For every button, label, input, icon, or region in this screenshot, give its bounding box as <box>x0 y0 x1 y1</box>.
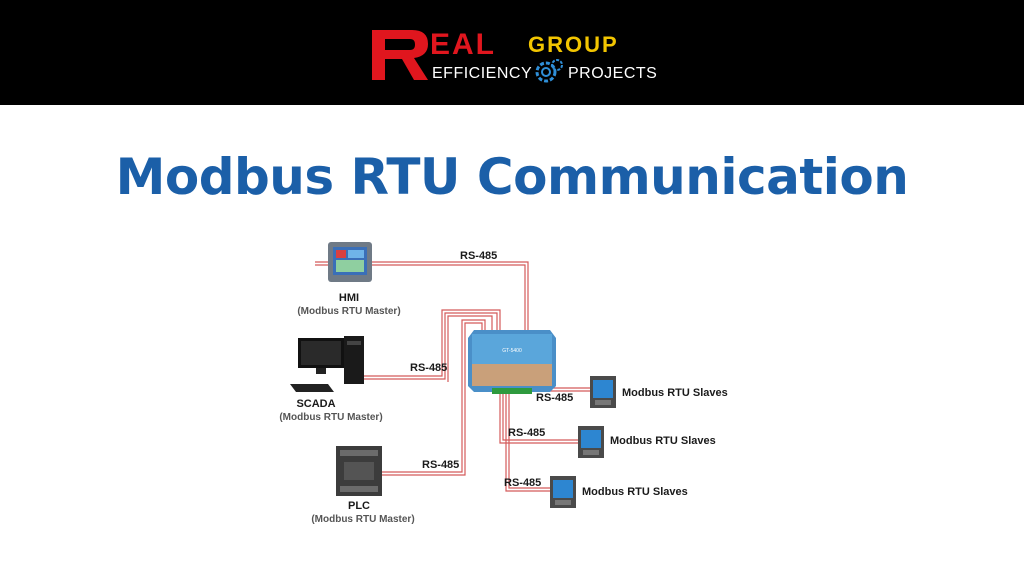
link-label-slave-2: RS-485 <box>508 427 546 439</box>
header-bar: EAL GROUP EFFICIENCY PROJECTS <box>0 0 1024 105</box>
wire-slave-2 <box>499 394 578 444</box>
device-role-hmi: (Modbus RTU Master) <box>297 306 401 317</box>
rs485-wires <box>315 261 590 492</box>
wire-hmi <box>315 261 529 330</box>
slave-label-1: Modbus RTU Slaves <box>622 387 728 399</box>
plc-controller-icon <box>336 446 382 496</box>
device-name-hmi: HMI <box>338 292 360 304</box>
device-role-plc: (Modbus RTU Master) <box>311 514 415 525</box>
gears-icon <box>535 59 563 83</box>
power-meter-icon <box>578 426 604 458</box>
link-label-plc: RS-485 <box>422 459 460 471</box>
scada-computer-icon <box>290 336 364 392</box>
real-group-logo: EAL GROUP EFFICIENCY PROJECTS <box>372 28 657 83</box>
logo-eal-text: EAL <box>430 28 496 61</box>
link-label-slave-1: RS-485 <box>536 392 574 404</box>
slave-label-2: Modbus RTU Slaves <box>610 435 716 447</box>
gateway-device-icon: GT-5400 <box>468 330 556 394</box>
modbus-network-diagram: GT-5400 RS-485 HMI (Modbus RTU Master) R… <box>260 238 780 538</box>
device-name-scada: SCADA <box>296 398 336 410</box>
hmi-touchscreen-icon <box>328 242 372 282</box>
logo-r-mark <box>372 30 428 80</box>
wire-plc <box>382 319 486 473</box>
link-label-hmi: RS-485 <box>460 250 498 262</box>
logo-efficiency-text: EFFICIENCY <box>432 65 532 82</box>
page-title: Modbus RTU Communication <box>115 148 909 206</box>
svg-text:GT-5400: GT-5400 <box>502 348 522 354</box>
slave-label-3: Modbus RTU Slaves <box>582 486 688 498</box>
wire-scada <box>362 309 501 377</box>
power-meter-icon <box>590 376 616 408</box>
device-role-scada: (Modbus RTU Master) <box>279 412 383 423</box>
link-label-slave-3: RS-485 <box>504 477 542 489</box>
wire-slave-3 <box>505 394 550 492</box>
logo-projects-text: PROJECTS <box>568 65 657 82</box>
device-name-plc: PLC <box>348 500 370 512</box>
logo-group-text: GROUP <box>528 32 619 57</box>
power-meter-icon <box>550 476 576 508</box>
link-label-scada: RS-485 <box>410 362 448 374</box>
